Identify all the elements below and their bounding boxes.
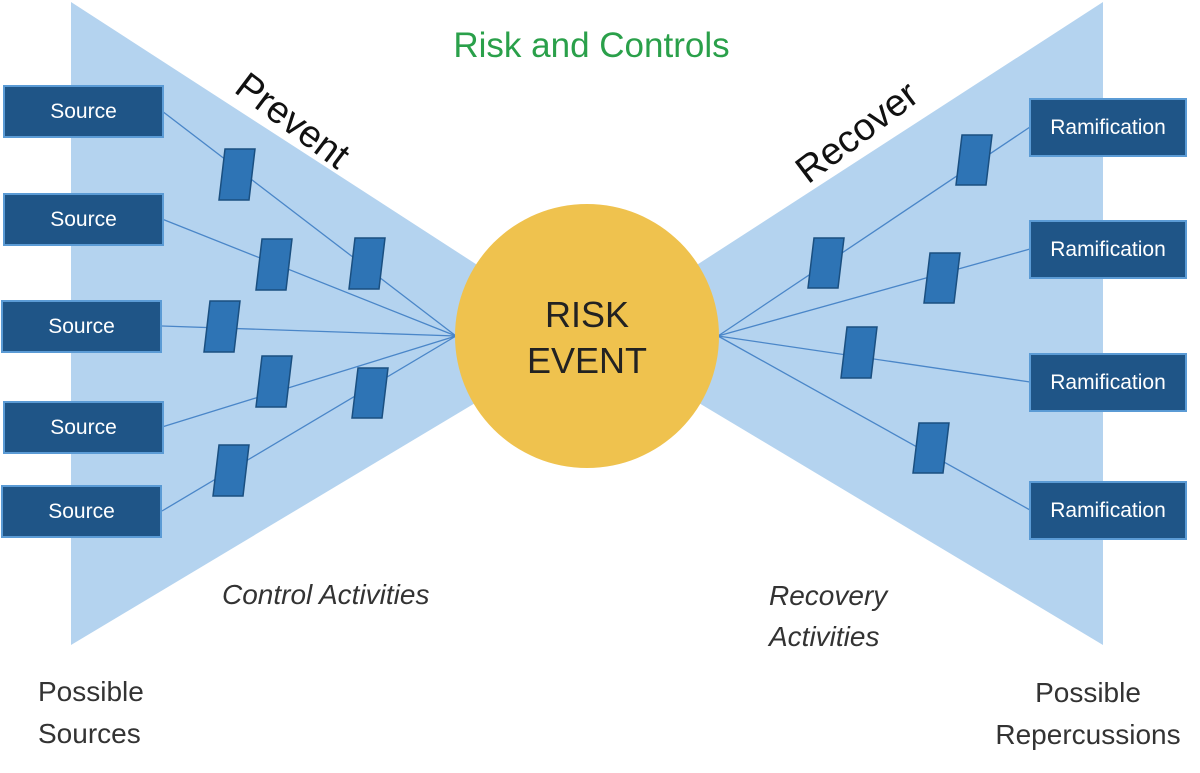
ramification-box: Ramification xyxy=(1029,481,1187,540)
source-box: Source xyxy=(3,85,164,138)
ramification-box: Ramification xyxy=(1029,220,1187,279)
source-connector xyxy=(161,335,457,512)
recovery-activities-line1: Recovery xyxy=(769,580,888,611)
diagram-title: Risk and Controls xyxy=(453,26,730,65)
source-box: Source xyxy=(1,300,162,353)
source-box: Source xyxy=(3,401,164,454)
source-connector xyxy=(161,335,457,428)
risk-event-label: RISK EVENT xyxy=(454,292,720,384)
risk-event-line2: EVENT xyxy=(526,340,648,381)
possible-sources-line2: Sources xyxy=(38,718,141,749)
possible-sources-line1: Possible xyxy=(38,676,144,707)
ramification-box: Ramification xyxy=(1029,353,1187,412)
control-activity-block xyxy=(255,355,293,408)
possible-repercussions-line2: Repercussions xyxy=(995,719,1181,750)
risk-event-line1: RISK xyxy=(544,294,630,335)
recovery-activity-block xyxy=(807,237,845,289)
control-activity-block xyxy=(351,367,389,419)
source-box: Source xyxy=(1,485,162,538)
recovery-activity-block xyxy=(840,326,878,379)
control-activity-block xyxy=(348,237,386,290)
ramification-connector xyxy=(717,335,1031,383)
control-activity-block xyxy=(203,300,241,353)
ramification-connector xyxy=(717,248,1031,337)
control-activity-block xyxy=(218,148,256,201)
possible-sources-label: Possible Sources xyxy=(38,671,144,755)
source-connector xyxy=(161,110,457,337)
risk-event-circle xyxy=(455,204,719,468)
source-connector xyxy=(161,218,457,337)
ramification-box: Ramification xyxy=(1029,98,1187,157)
ramification-connector xyxy=(717,335,1031,511)
recovery-activity-block xyxy=(912,422,950,474)
possible-repercussions-line1: Possible xyxy=(1035,677,1141,708)
recovery-activities-line2: Activities xyxy=(769,621,880,652)
control-activity-block xyxy=(255,238,293,291)
recovery-activities-label: Recovery Activities xyxy=(769,575,887,657)
control-activity-block xyxy=(212,444,250,497)
possible-repercussions-label: Possible Repercussions xyxy=(990,672,1186,756)
prevent-wedge xyxy=(71,2,587,645)
source-box: Source xyxy=(3,193,164,246)
recovery-activity-block xyxy=(923,252,961,304)
control-activities-label: Control Activities xyxy=(222,579,430,610)
recovery-activity-block xyxy=(955,134,993,186)
